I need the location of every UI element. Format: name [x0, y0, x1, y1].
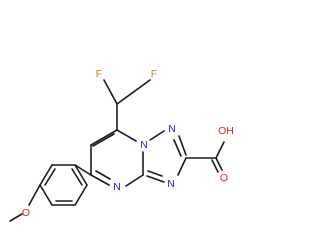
carboxylic-acid-group	[185, 141, 225, 173]
methoxyphenyl-group	[9, 164, 92, 222]
atom-n-bottom: N	[167, 178, 175, 190]
bond-c5-n4-double	[95, 170, 111, 180]
bond-cooh-o-double	[211, 159, 219, 173]
bond-n1-n2	[149, 130, 165, 141]
difluoromethyl-group	[103, 79, 151, 131]
molecule-structure-canvas: F F N N N N OH O O	[9, 68, 234, 222]
atom-oh: OH	[218, 125, 234, 137]
bond-chf2-f-right	[116, 79, 151, 105]
bond-ar-inner-3	[71, 168, 83, 186]
bond-n4-c3a	[125, 174, 144, 187]
bond-cooh-oh	[215, 141, 225, 159]
atom-n-bridge: N	[140, 139, 148, 151]
atom-labels: F F N N N N OH O O	[22, 68, 234, 219]
bond-o-methyl	[9, 213, 23, 222]
bond-cooh-o	[215, 157, 223, 171]
bond-c7-c6-double	[92, 133, 115, 147]
bond-chf2-f-left	[103, 79, 118, 105]
atom-n-pyrimidine: N	[113, 181, 121, 193]
bond-n3-c3a	[146, 175, 165, 183]
bond-ar-5	[74, 184, 88, 206]
bond-ar-2	[39, 164, 53, 186]
bond-ar-inner-1	[44, 168, 56, 186]
bond-n2-c2	[178, 135, 187, 156]
bond-ar-o	[28, 184, 41, 206]
bond-n3-c3a-double	[147, 170, 163, 177]
bond-c5-aryl	[74, 164, 92, 176]
atom-n-top: N	[168, 123, 176, 135]
atom-f-right: F	[151, 68, 157, 80]
bond-n1-c7	[116, 129, 137, 142]
bond-ar-6	[74, 164, 88, 186]
atom-o-carbonyl: O	[220, 172, 228, 184]
bond-n2-c2-double	[173, 139, 182, 157]
triazole-ring	[146, 130, 187, 183]
atom-o-methoxy: O	[22, 207, 30, 219]
bond-c7-c6	[90, 129, 118, 146]
bond-ar-3	[39, 184, 53, 206]
bond-c5-n4	[90, 174, 110, 186]
atom-f-left: F	[96, 68, 102, 80]
pyrimidine-ring	[90, 129, 144, 187]
bond-c2-n3	[177, 157, 187, 176]
molecule-structure-svg: F F N N N N OH O O	[9, 68, 234, 222]
